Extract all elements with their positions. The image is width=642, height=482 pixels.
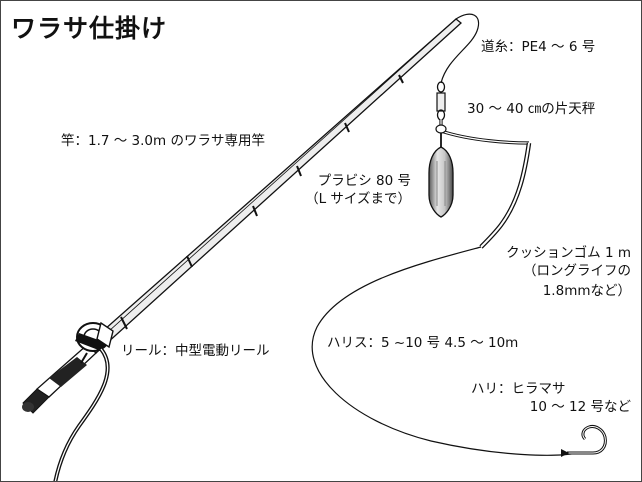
swivel (436, 81, 446, 121)
label-hook-1: ハリ：ヒラマサ (471, 381, 566, 397)
electric-reel (75, 321, 114, 364)
label-cushion-1: クッションゴム 1 m (506, 245, 631, 261)
cushion-rubber (479, 142, 532, 249)
label-cushion-3: 1.8mmなど） (542, 283, 631, 299)
leader-line (311, 246, 578, 456)
label-tenbin: 30 ～ 40 ㎝の片天秤 (467, 101, 596, 117)
main-line (440, 13, 480, 84)
label-reel: リール：中型電動リール (121, 343, 270, 359)
label-sinker-1: プラビシ 80 号 (317, 173, 411, 189)
sinker-weight (428, 146, 454, 218)
label-rod: 竿：1.7 ～ 3.0m のワラサ専用竿 (61, 133, 265, 149)
label-harisu: ハリス：5 ~10 号 4.5 ～ 10m (327, 335, 519, 351)
label-main-line: 道糸：PE4 ～ 6 号 (481, 39, 596, 55)
tenbin-arm (435, 119, 530, 147)
label-cushion-2: （ロングライフの (523, 263, 631, 279)
label-hook-2: 10 ～ 12 号など (529, 399, 631, 415)
hook (561, 425, 607, 457)
diagram-title: ワラサ仕掛け (11, 14, 168, 43)
label-sinker-2: （L サイズまで） (305, 191, 411, 207)
